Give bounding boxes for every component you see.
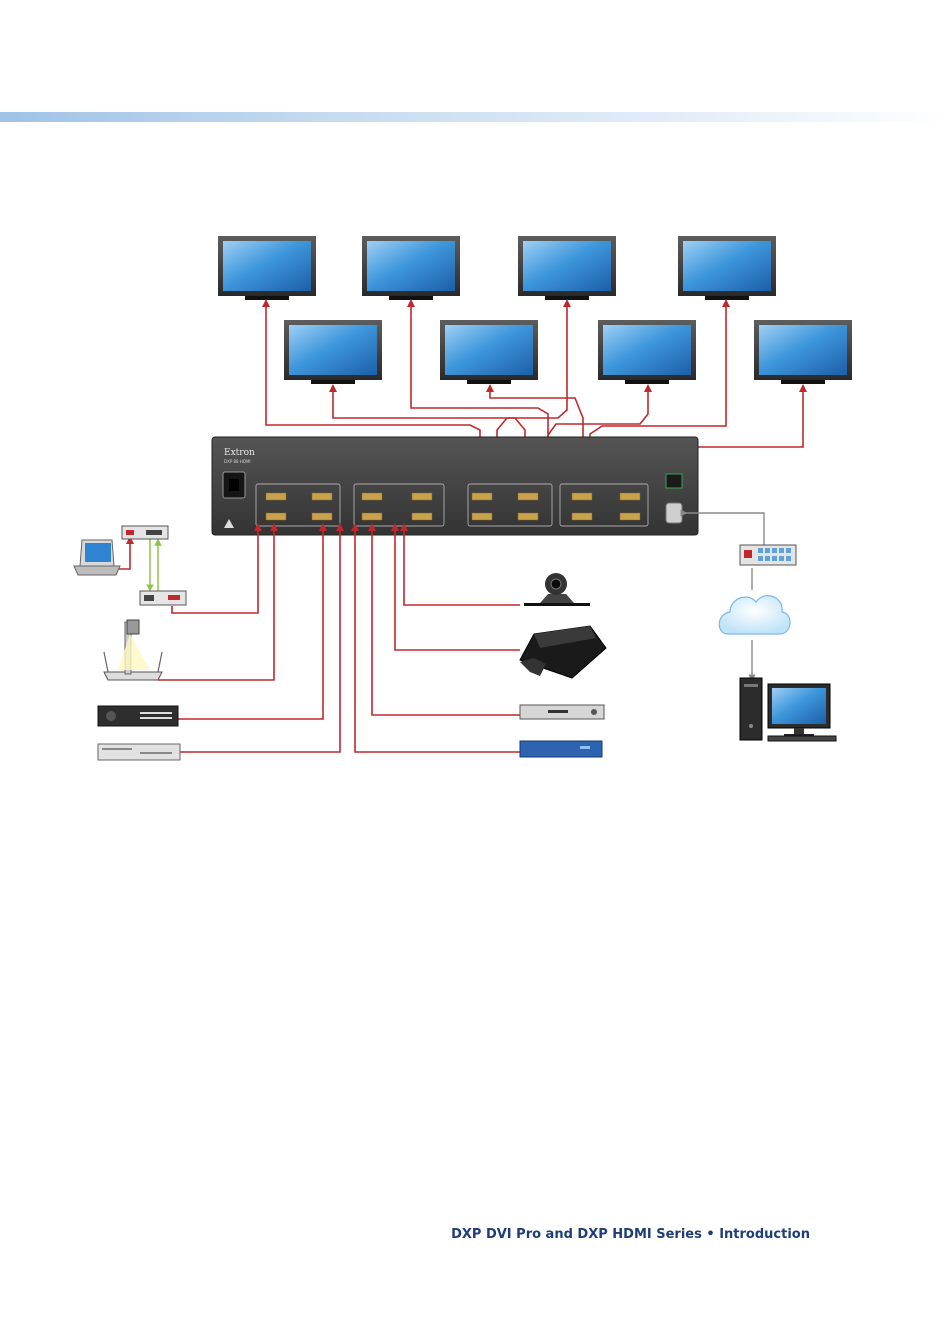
document-camera	[104, 620, 162, 680]
lan-port	[666, 474, 682, 488]
ethernet-switch	[740, 545, 796, 565]
pc-tower	[740, 678, 762, 740]
display-8	[754, 320, 852, 384]
display-7	[598, 320, 696, 384]
network-cloud-icon	[719, 596, 790, 634]
transmitter-box	[122, 526, 168, 539]
rs232-port	[666, 503, 682, 523]
media-player	[520, 705, 604, 719]
control-lines	[150, 538, 158, 592]
ptz-camera	[524, 573, 590, 606]
satellite-receiver	[520, 741, 602, 757]
blu-ray-player	[98, 706, 178, 726]
dvd-player	[98, 744, 180, 760]
receiver-box	[140, 591, 186, 605]
page-footer: DXP DVI Pro and DXP HDMI Series • Introd…	[420, 1227, 810, 1242]
matrix-switcher: Extron DXP 88 HDMI	[212, 437, 698, 535]
switcher-model-label: DXP 88 HDMI	[224, 459, 251, 464]
display-3	[518, 236, 616, 300]
display-4	[678, 236, 776, 300]
pc-monitor	[768, 684, 836, 741]
switcher-brand-label: Extron	[224, 448, 255, 458]
display-5	[284, 320, 382, 384]
display-6	[440, 320, 538, 384]
game-console	[520, 626, 606, 678]
laptop	[74, 540, 120, 575]
display-2	[362, 236, 460, 300]
display-1	[218, 236, 316, 300]
network-lines	[684, 513, 764, 678]
